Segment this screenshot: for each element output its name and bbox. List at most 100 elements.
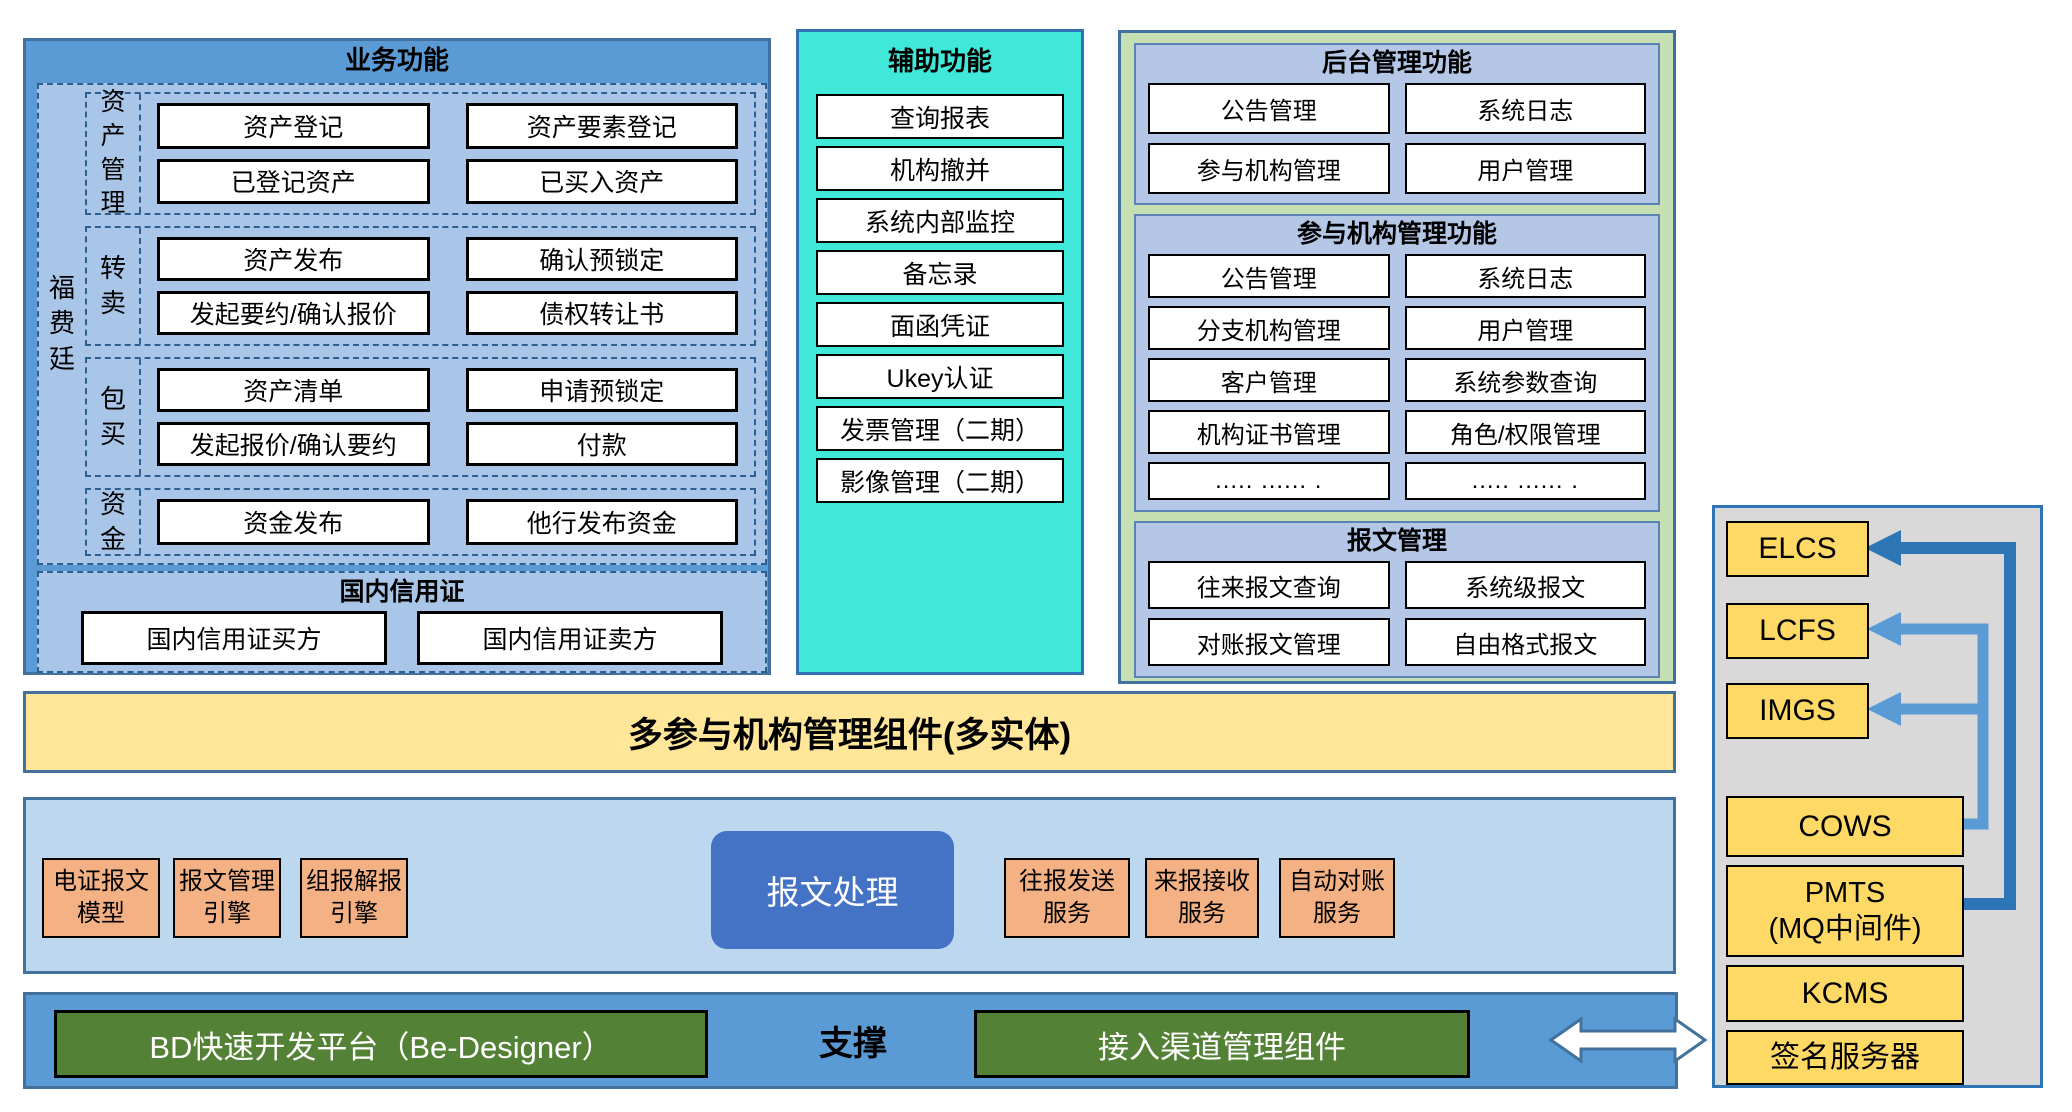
purchase-section-label: 包买 bbox=[87, 359, 141, 475]
message-management-panel: 报文管理 往来报文查询 系统级报文 对账报文管理 自由格式报文 bbox=[1134, 521, 1660, 678]
message-processing-box: 报文处理 bbox=[711, 831, 954, 949]
external-system: LCFS bbox=[1726, 603, 1869, 659]
admin-item: 用户管理 bbox=[1404, 306, 1646, 350]
forfaiting-side-label: 福费廷 bbox=[39, 85, 85, 563]
aux-item: 机构撤并 bbox=[816, 146, 1064, 191]
backend-management-items: 公告管理 系统日志 参与机构管理 用户管理 bbox=[1136, 81, 1658, 204]
message-component: 组报解报 引擎 bbox=[300, 858, 408, 938]
business-item: 付款 bbox=[465, 422, 738, 466]
admin-functions-panel: 后台管理功能 公告管理 系统日志 参与机构管理 用户管理 参与机构管理功能 公告… bbox=[1118, 30, 1676, 684]
asset-management-items: 资产登记 资产要素登记 已登记资产 已买入资产 bbox=[141, 94, 754, 213]
admin-item: 系统日志 bbox=[1404, 254, 1646, 298]
external-systems-panel: ELCS LCFS IMGS COWS PMTS (MQ中间件) KCMS 签名… bbox=[1712, 505, 2043, 1088]
admin-item: 角色/权限管理 bbox=[1404, 410, 1646, 454]
message-component: 自动对账 服务 bbox=[1279, 858, 1395, 938]
business-item: 他行发布资金 bbox=[465, 499, 738, 545]
channel-component-box: 接入渠道管理组件 bbox=[974, 1010, 1470, 1078]
aux-item: 面函凭证 bbox=[816, 302, 1064, 347]
admin-item: 机构证书管理 bbox=[1148, 410, 1390, 454]
admin-item: 系统级报文 bbox=[1404, 561, 1646, 609]
business-item: 资产登记 bbox=[157, 103, 430, 149]
multi-entity-component-bar: 多参与机构管理组件(多实体) bbox=[23, 691, 1676, 773]
auxiliary-functions-panel: 辅助功能 查询报表 机构撤并 系统内部监控 备忘录 面函凭证 Ukey认证 发票… bbox=[796, 29, 1084, 675]
aux-item: 系统内部监控 bbox=[816, 198, 1064, 243]
admin-item: 系统日志 bbox=[1404, 83, 1646, 134]
forfaiting-panel: 福费廷 资产管理 资产登记 资产要素登记 已登记资产 已买入资产 转卖 资产发布… bbox=[37, 83, 767, 565]
forfaiting-sections: 资产管理 资产登记 资产要素登记 已登记资产 已买入资产 转卖 资产发布 确认预… bbox=[85, 85, 765, 563]
aux-item: Ukey认证 bbox=[816, 354, 1064, 399]
admin-item: 客户管理 bbox=[1148, 358, 1390, 402]
forfaiting-label: 福费廷 bbox=[48, 273, 75, 374]
external-system: KCMS bbox=[1726, 965, 1964, 1022]
external-system: ELCS bbox=[1726, 521, 1869, 577]
participant-management-title: 参与机构管理功能 bbox=[1296, 220, 1497, 248]
admin-item: 对账报文管理 bbox=[1148, 618, 1390, 666]
admin-item: 自由格式报文 bbox=[1404, 618, 1646, 666]
resell-section: 转卖 资产发布 确认预锁定 发起要约/确认报价 债权转让书 bbox=[85, 226, 756, 346]
resell-items: 资产发布 确认预锁定 发起要约/确认报价 债权转让书 bbox=[141, 228, 754, 344]
multi-entity-component-label: 多参与机构管理组件(多实体) bbox=[627, 715, 1072, 755]
purchase-section: 包买 资产清单 申请预锁定 发起报价/确认要约 付款 bbox=[85, 357, 756, 477]
asset-management-section-label: 资产管理 bbox=[87, 88, 141, 217]
domestic-lc-items: 国内信用证买方 国内信用证卖方 bbox=[39, 609, 765, 665]
business-item: 资金发布 bbox=[157, 499, 430, 545]
cows-to-lcfs-imgs-arrow-icon bbox=[1867, 612, 1989, 830]
domestic-lc-title: 国内信用证 bbox=[339, 578, 465, 606]
support-band: BD快速开发平台（Be-Designer） 支撑 接入渠道管理组件 bbox=[23, 992, 1678, 1089]
bd-platform-box: BD快速开发平台（Be-Designer） bbox=[54, 1010, 708, 1078]
admin-item-ellipsis: ..... ...... . bbox=[1148, 462, 1390, 500]
admin-item: 用户管理 bbox=[1404, 143, 1646, 194]
business-item: 发起报价/确认要约 bbox=[157, 422, 430, 466]
aux-item: 发票管理（二期） bbox=[816, 406, 1064, 451]
resell-section-label: 转卖 bbox=[87, 228, 141, 344]
admin-item: 系统参数查询 bbox=[1404, 358, 1646, 402]
message-processing-band: 电证报文 模型 报文管理 引擎 组报解报 引擎 报文处理 往报发送 服务 来报接… bbox=[23, 797, 1676, 974]
domestic-lc-panel: 国内信用证 国内信用证买方 国内信用证卖方 bbox=[37, 571, 767, 673]
backend-management-panel: 后台管理功能 公告管理 系统日志 参与机构管理 用户管理 bbox=[1134, 43, 1660, 205]
participant-management-items: 公告管理 系统日志 分支机构管理 用户管理 客户管理 系统参数查询 机构证书管理… bbox=[1136, 252, 1658, 510]
business-item: 申请预锁定 bbox=[465, 368, 738, 412]
business-item: 国内信用证卖方 bbox=[417, 611, 723, 665]
admin-item: 往来报文查询 bbox=[1148, 561, 1390, 609]
business-item: 债权转让书 bbox=[465, 291, 738, 335]
backend-management-title: 后台管理功能 bbox=[1321, 49, 1472, 77]
auxiliary-functions-title: 辅助功能 bbox=[887, 46, 992, 76]
auxiliary-items: 查询报表 机构撤并 系统内部监控 备忘录 面函凭证 Ukey认证 发票管理（二期… bbox=[816, 94, 1064, 503]
admin-item-ellipsis: ..... ...... . bbox=[1404, 462, 1646, 500]
business-item: 已买入资产 bbox=[465, 158, 738, 204]
aux-item: 备忘录 bbox=[816, 250, 1064, 295]
support-label: 支撑 bbox=[819, 1025, 887, 1063]
admin-item: 公告管理 bbox=[1148, 254, 1390, 298]
business-item: 确认预锁定 bbox=[465, 237, 738, 281]
purchase-items: 资产清单 申请预锁定 发起报价/确认要约 付款 bbox=[141, 359, 754, 475]
message-component: 往报发送 服务 bbox=[1004, 858, 1130, 938]
external-system: IMGS bbox=[1726, 683, 1869, 739]
business-item: 已登记资产 bbox=[157, 158, 430, 204]
admin-item: 分支机构管理 bbox=[1148, 306, 1390, 350]
message-management-items: 往来报文查询 系统级报文 对账报文管理 自由格式报文 bbox=[1136, 559, 1658, 676]
message-component: 来报接收 服务 bbox=[1145, 858, 1259, 938]
business-item: 国内信用证买方 bbox=[81, 611, 387, 665]
message-component: 电证报文 模型 bbox=[42, 858, 160, 938]
admin-item: 公告管理 bbox=[1148, 83, 1390, 134]
business-functions-panel: 业务功能 福费廷 资产管理 资产登记 资产要素登记 已登记资产 已买入资产 转卖… bbox=[23, 38, 771, 675]
external-system: COWS bbox=[1726, 796, 1964, 857]
aux-item: 查询报表 bbox=[816, 94, 1064, 139]
aux-item: 影像管理（二期） bbox=[816, 458, 1064, 503]
funds-section: 资金 资金发布 他行发布资金 bbox=[85, 488, 756, 556]
message-component: 报文管理 引擎 bbox=[173, 858, 281, 938]
business-item: 发起要约/确认报价 bbox=[157, 291, 430, 335]
business-item: 资产发布 bbox=[157, 237, 430, 281]
business-item: 资产要素登记 bbox=[465, 103, 738, 149]
external-system: PMTS (MQ中间件) bbox=[1726, 865, 1964, 957]
asset-management-section: 资产管理 资产登记 资产要素登记 已登记资产 已买入资产 bbox=[85, 88, 756, 217]
business-item: 资产清单 bbox=[157, 368, 430, 412]
business-functions-title: 业务功能 bbox=[344, 45, 449, 75]
admin-item: 参与机构管理 bbox=[1148, 143, 1390, 194]
double-arrow-icon bbox=[1548, 1016, 1708, 1064]
funds-items: 资金发布 他行发布资金 bbox=[141, 490, 754, 554]
funds-section-label: 资金 bbox=[87, 489, 141, 554]
external-system: 签名服务器 bbox=[1726, 1030, 1964, 1085]
message-management-title: 报文管理 bbox=[1346, 527, 1447, 555]
